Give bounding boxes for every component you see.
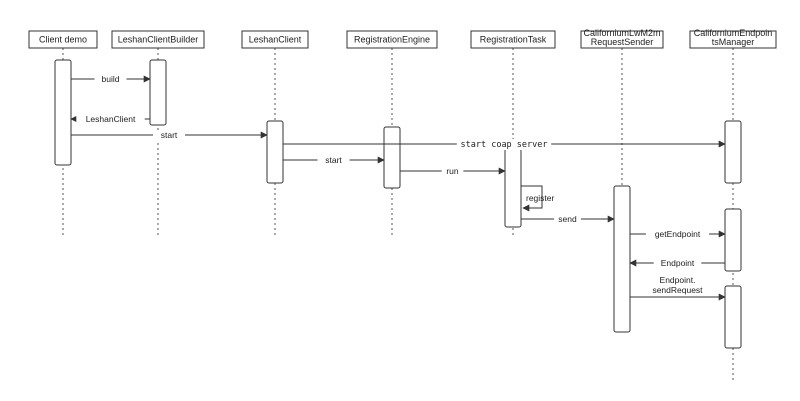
message-label: start (325, 155, 342, 165)
message-label-background (153, 130, 185, 141)
participant-box (241, 30, 309, 49)
message-start-2: start (283, 155, 385, 166)
participant-box (28, 30, 98, 49)
message-label-background (441, 166, 464, 177)
participant-leshan-client-builder: LeshanClientBuilder (111, 30, 205, 49)
message-label: sendRequest (652, 285, 703, 295)
participant-client-demo: Client demo (28, 30, 98, 49)
activation-californium-endpoints-manager (724, 208, 742, 272)
message-endpoint-send-request: Endpoint.sendRequest (630, 275, 726, 301)
message-label-background (554, 214, 581, 225)
participant-label: LeshanClient (249, 35, 302, 45)
message-build: build (71, 74, 151, 85)
activation-registration-task (504, 148, 522, 228)
message-label-background (645, 229, 710, 240)
participant-label: CaliforniumLwM2m (583, 28, 660, 38)
activation-leshan-client-builder (149, 59, 167, 126)
message-label: send (558, 214, 577, 224)
participant-box (346, 30, 438, 49)
participant-leshan-client: LeshanClient (241, 30, 309, 49)
message-arrow (521, 185, 543, 212)
message-label-background (653, 258, 702, 269)
activation-californium-endpoints-manager (724, 285, 742, 349)
participant-label: RequestSender (591, 37, 654, 47)
message-label: start coap server (461, 140, 548, 150)
participant-label: tsManager (712, 37, 755, 47)
message-label-background (317, 155, 350, 166)
participant-label: RegistrationTask (480, 35, 547, 45)
message-label: register (526, 193, 555, 203)
activation-registration-engine (383, 126, 401, 189)
message-start-1: start (71, 130, 268, 141)
participant-label: CaliforniumEndpoin (694, 28, 773, 38)
participant-registration-engine: RegistrationEngine (346, 30, 438, 49)
message-label: getEndpoint (655, 229, 701, 239)
message-run: run (400, 166, 506, 177)
activation-californium-endpoints-manager (724, 120, 742, 184)
message-label-background (645, 275, 710, 296)
participant-label: RegistrationEngine (354, 35, 430, 45)
participant-box (470, 30, 556, 49)
message-label: LeshanClient (86, 114, 136, 124)
message-send: send (521, 214, 615, 225)
participant-box (580, 30, 664, 49)
message-label-background (76, 114, 145, 125)
participant-registration-task: RegistrationTask (470, 30, 556, 49)
message-endpoint-return: Endpoint (629, 258, 725, 269)
message-label: Endpoint. (660, 275, 696, 285)
activation-leshan-client (266, 120, 284, 184)
message-register: register (521, 185, 555, 212)
participant-box (111, 30, 205, 49)
participant-box (689, 30, 777, 49)
message-leshan-client-return: LeshanClient (70, 114, 150, 125)
message-label: build (102, 74, 120, 84)
message-label: Endpoint (661, 258, 695, 268)
activation-client-demo (54, 59, 72, 166)
message-label: start (161, 130, 178, 140)
activation-californium-sender (613, 185, 631, 333)
message-get-endpoint: getEndpoint (630, 229, 726, 240)
message-label-background (94, 74, 127, 85)
participant-label: Client demo (39, 35, 87, 45)
message-label-background (456, 139, 552, 150)
message-start-coap-server: start coap server (283, 139, 726, 150)
participant-label: LeshanClientBuilder (118, 35, 199, 45)
message-label: run (446, 166, 459, 176)
